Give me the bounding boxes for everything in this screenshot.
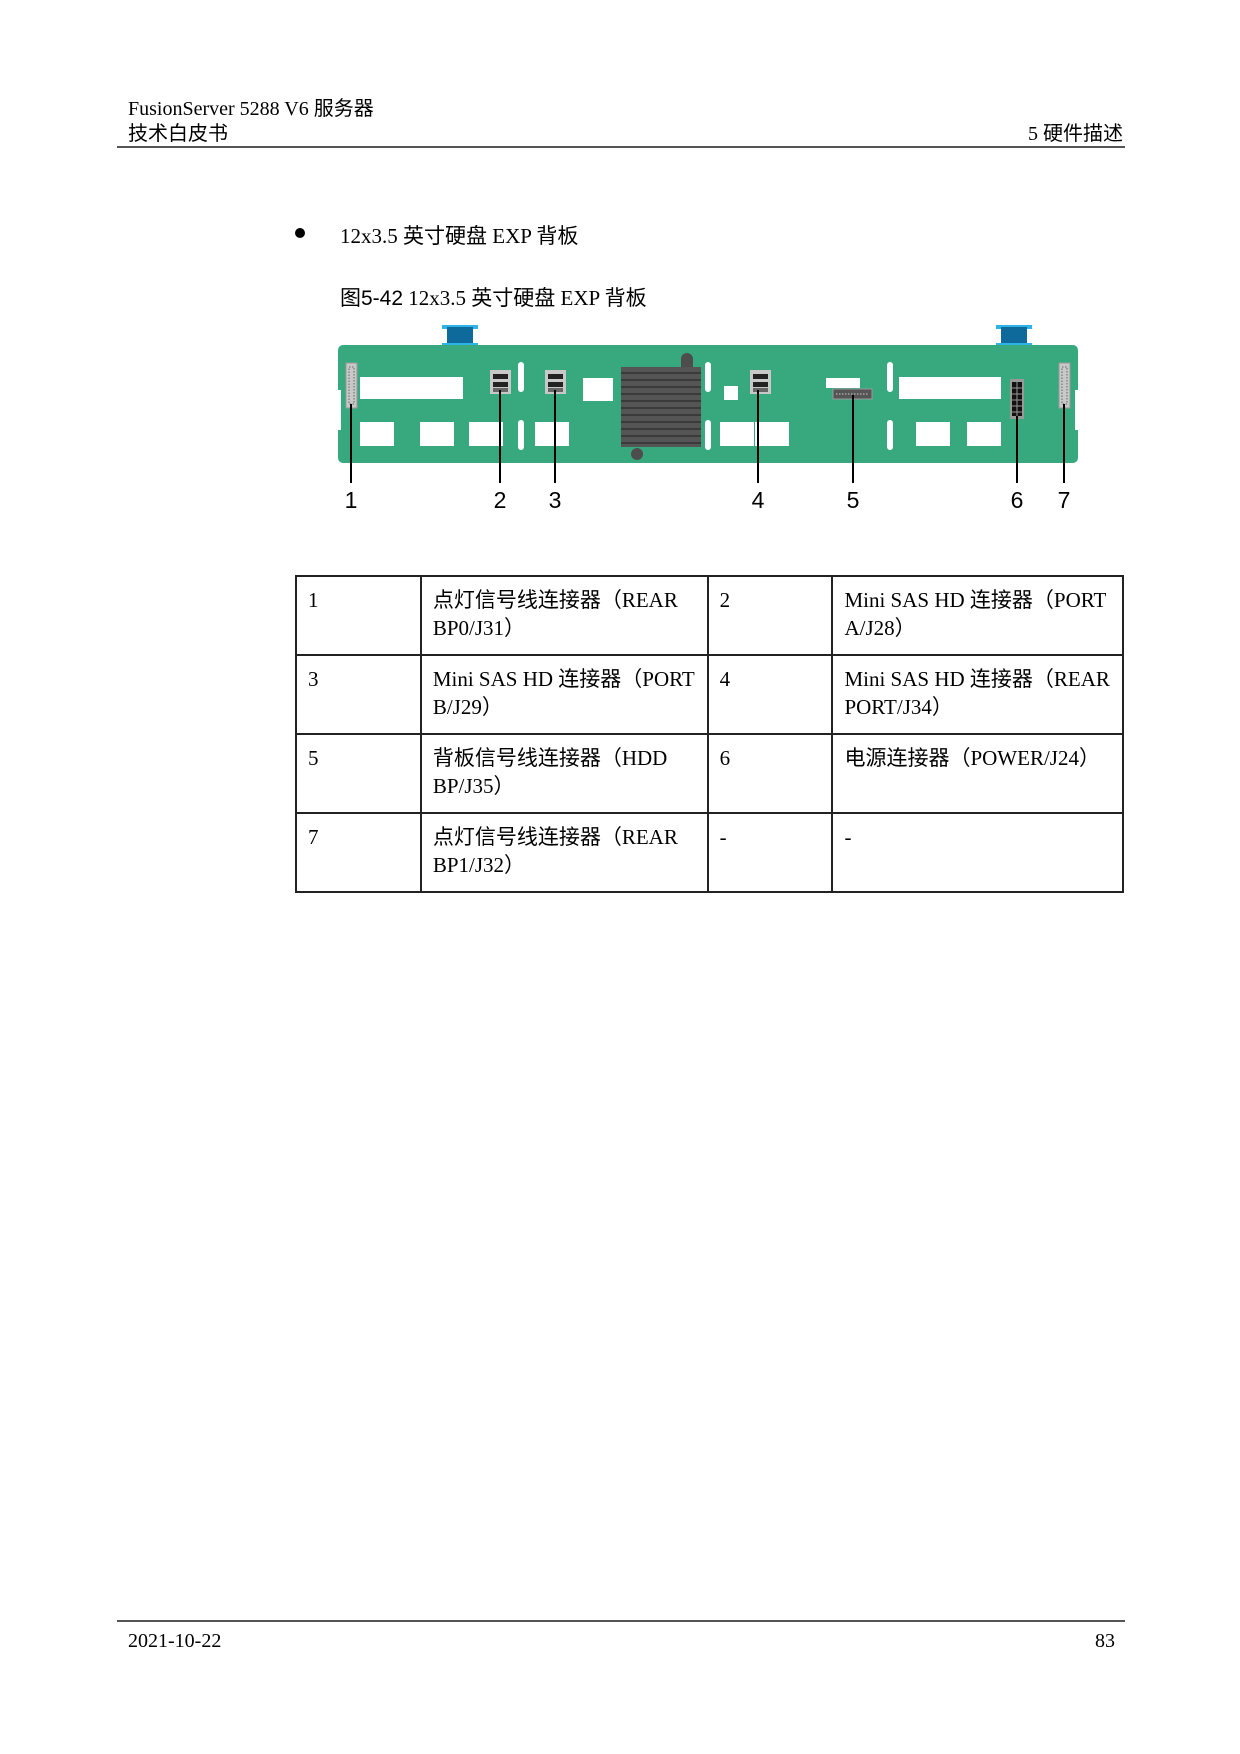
bullet-item-text: 12x3.5 英寸硬盘 EXP 背板 [340,224,579,248]
figure-caption-prefix: 图5-42 [340,287,404,310]
callout-leaders [350,390,1065,483]
connector-j31 [345,362,358,409]
callout-4: 4 [751,487,765,513]
table-cell-num: 6 [706,733,834,814]
table-cell-num: 7 [295,812,422,893]
figure-caption: 图5-42 12x3.5 英寸硬盘 EXP 背板 [340,282,647,312]
header-rule [117,146,1125,148]
table-cell-num: 3 [295,654,422,735]
table-cell-desc: 背板信号线连接器（HDD BP/J35） [419,733,709,814]
footer-rule [117,1620,1125,1622]
callout-2: 2 [493,487,507,513]
connector-j34 [750,370,771,394]
table-cell-desc: 点灯信号线连接器（REAR BP0/J31） [419,575,709,656]
table-cell-num: 5 [295,733,422,814]
connector-legend-table: 1 点灯信号线连接器（REAR BP0/J31） 2 Mini SAS HD 连… [295,575,1124,893]
connector-j32 [1058,362,1071,409]
bullet-dot [295,228,305,238]
callout-6: 6 [1010,487,1024,513]
footer-date: 2021-10-22 [128,1630,222,1652]
header-doc-type: 技术白皮书 [128,123,228,145]
figure-caption-title: 12x3.5 英寸硬盘 EXP 背板 [403,286,647,310]
header-product-title: FusionServer 5288 V6 服务器 [128,98,374,120]
table-cell-num: 1 [295,575,422,656]
callout-5: 5 [846,487,860,513]
heatsink [621,353,701,460]
table-row: 7 点灯信号线连接器（REAR BP1/J32） - - [295,812,1124,893]
table-cell-desc: Mini SAS HD 连接器（PORT A/J28） [831,575,1124,656]
header-chapter: 5 硬件描述 [1028,123,1123,145]
connector-j24 [1010,379,1024,419]
table-cell-desc: 点灯信号线连接器（REAR BP1/J32） [419,812,709,893]
table-cell-desc: Mini SAS HD 连接器（REAR PORT/J34） [831,654,1124,735]
callout-3: 3 [548,487,562,513]
callout-7: 7 [1057,487,1071,513]
table-row: 5 背板信号线连接器（HDD BP/J35） 6 电源连接器（POWER/J24… [295,733,1124,814]
table-cell-num: 2 [706,575,834,656]
table-row: 3 Mini SAS HD 连接器（PORT B/J29） 4 Mini SAS… [295,654,1124,735]
table-cell-desc: - [831,812,1124,893]
table-cell-num: - [706,812,834,893]
table-cell-num: 4 [706,654,834,735]
table-cell-desc: Mini SAS HD 连接器（PORT B/J29） [419,654,709,735]
page-number: 83 [1095,1630,1115,1652]
table-cell-desc: 电源连接器（POWER/J24） [831,733,1124,814]
backplane-diagram [338,325,1078,483]
table-row: 1 点灯信号线连接器（REAR BP0/J31） 2 Mini SAS HD 连… [295,575,1124,656]
callout-1: 1 [344,487,358,513]
